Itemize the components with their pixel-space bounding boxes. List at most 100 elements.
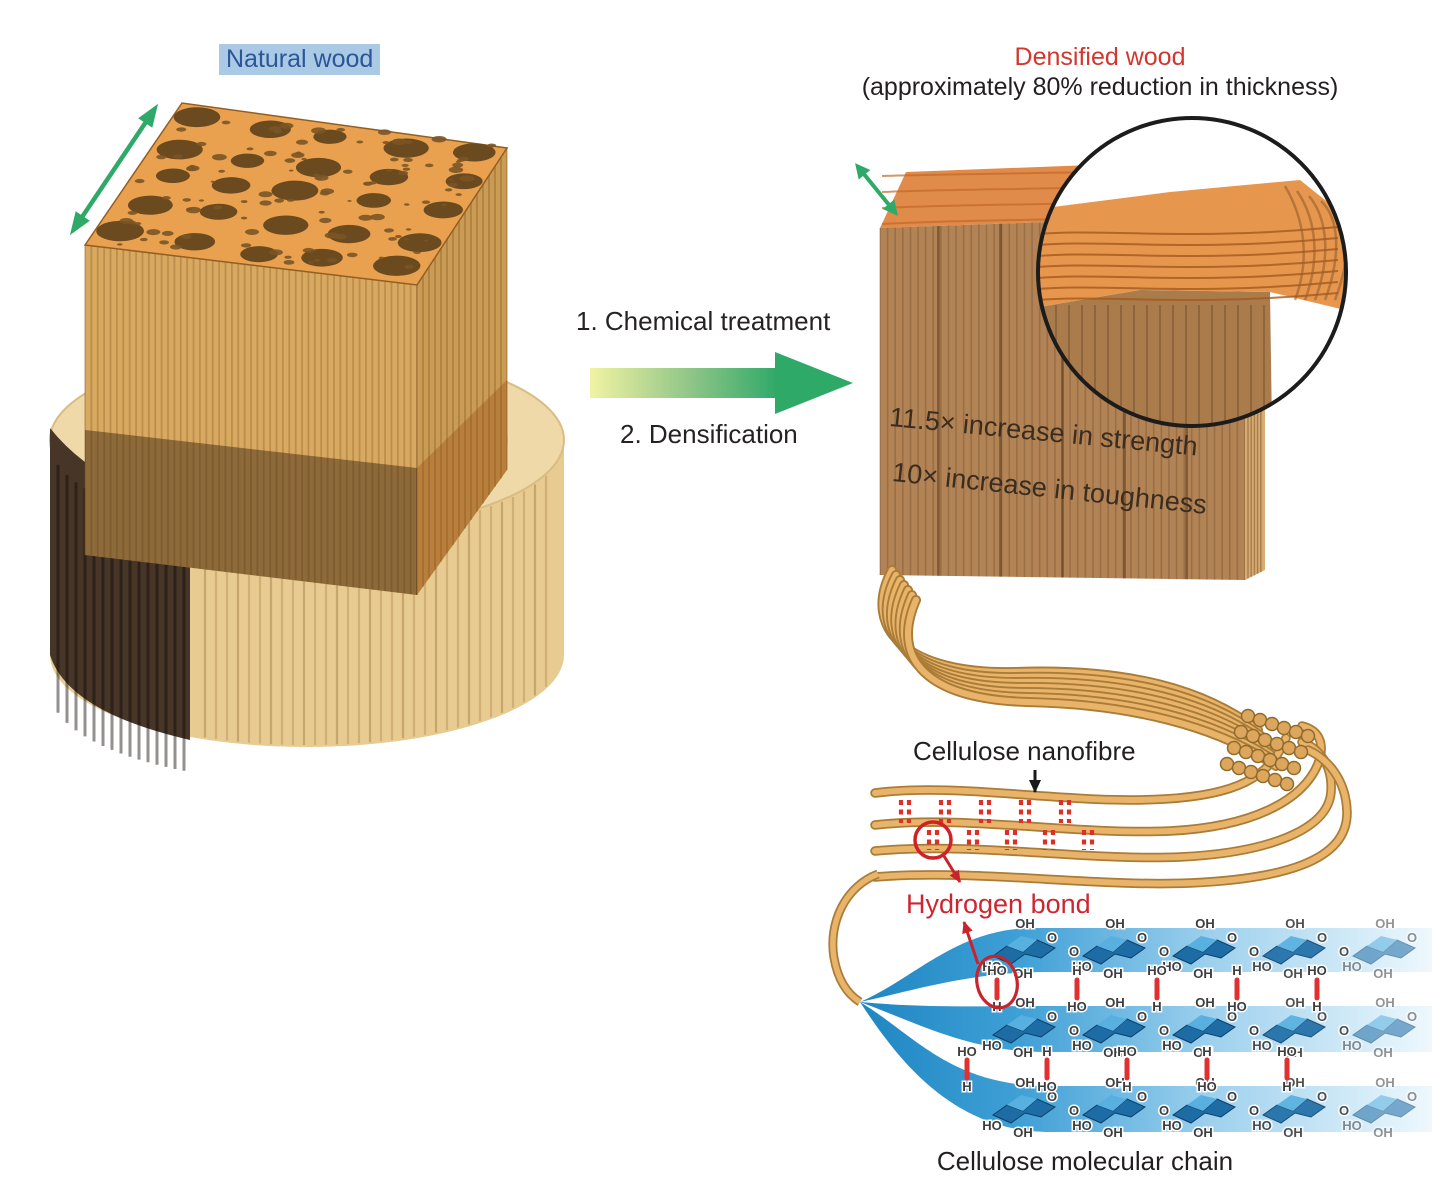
process-arrow-icon [590, 352, 853, 414]
svg-text:H: H [1202, 1044, 1211, 1059]
overlap-shadow-right [417, 380, 507, 595]
cellulose-nanofibre-label: Cellulose nanofibre [913, 736, 1136, 766]
svg-text:OH: OH [1193, 1125, 1213, 1140]
svg-text:O: O [1137, 930, 1147, 945]
svg-text:HO: HO [1307, 963, 1327, 978]
svg-text:OH: OH [1015, 995, 1035, 1010]
svg-text:OH: OH [1195, 1075, 1215, 1090]
svg-text:O: O [1407, 930, 1417, 945]
fibre-cut-ends [1219, 708, 1316, 792]
svg-text:O: O [1047, 930, 1057, 945]
svg-text:HO: HO [1197, 1079, 1217, 1094]
svg-text:OH: OH [1285, 995, 1305, 1010]
hydrogen-bond-label: Hydrogen bond [906, 889, 1091, 919]
svg-text:HO: HO [1067, 999, 1087, 1014]
svg-text:OH: OH [1103, 1125, 1123, 1140]
svg-text:OH: OH [1375, 995, 1395, 1010]
svg-text:HO: HO [1072, 959, 1092, 974]
svg-text:H: H [1072, 963, 1081, 978]
hydrogen-bond-dots [898, 800, 1095, 850]
svg-text:HO: HO [1252, 1118, 1272, 1133]
svg-text:O: O [1227, 1089, 1237, 1104]
svg-text:OH: OH [1103, 1045, 1123, 1060]
svg-text:HO: HO [1227, 999, 1247, 1014]
magnifier-circle-icon [1036, 116, 1348, 428]
svg-text:OH: OH [1015, 916, 1035, 931]
svg-text:HO: HO [1342, 959, 1362, 974]
hydrogen-bond-ellipse-icon [975, 954, 1019, 1010]
svg-text:O: O [1249, 1023, 1259, 1038]
svg-text:HO: HO [1342, 1038, 1362, 1053]
svg-text:OH: OH [1015, 1075, 1035, 1090]
svg-text:OH: OH [1373, 1045, 1393, 1060]
fibre-curl [828, 869, 880, 1006]
svg-text:O: O [1249, 944, 1259, 959]
svg-text:HO: HO [1117, 1044, 1137, 1059]
svg-text:OH: OH [1105, 1075, 1125, 1090]
svg-text:OH: OH [1105, 916, 1125, 931]
densified-wood-subtitle: (approximately 80% reduction in thicknes… [861, 73, 1339, 101]
svg-text:OH: OH [1373, 966, 1393, 981]
svg-text:O: O [1317, 1009, 1327, 1024]
svg-text:OH: OH [1373, 1125, 1393, 1140]
fibre-bundle-illustration [870, 565, 1352, 889]
svg-text:OH: OH [1375, 916, 1395, 931]
svg-text:O: O [1227, 1009, 1237, 1024]
overlap-shadow-left [85, 430, 417, 595]
svg-text:O: O [1317, 1089, 1327, 1104]
wood-pores [96, 107, 497, 276]
svg-text:HO: HO [1252, 1038, 1272, 1053]
svg-text:HO: HO [982, 959, 1002, 974]
svg-text:HO: HO [1037, 1079, 1057, 1094]
svg-text:H: H [1122, 1079, 1131, 1094]
svg-text:O: O [1407, 1089, 1417, 1104]
hbond-arrow-bottom-icon [962, 921, 980, 965]
svg-text:HO: HO [1072, 1118, 1092, 1133]
svg-text:O: O [1137, 1089, 1147, 1104]
svg-text:O: O [1227, 930, 1237, 945]
svg-text:O: O [1339, 944, 1349, 959]
svg-text:OH: OH [1375, 1075, 1395, 1090]
svg-text:O: O [1047, 1009, 1057, 1024]
svg-text:OH: OH [1195, 916, 1215, 931]
svg-text:H: H [1152, 999, 1161, 1014]
svg-text:O: O [1159, 1023, 1169, 1038]
densified-wood-title: Densified wood [1014, 43, 1186, 71]
svg-text:HO: HO [1162, 1118, 1182, 1133]
svg-text:H: H [1232, 963, 1241, 978]
svg-text:OH: OH [1283, 1125, 1303, 1140]
molecular-chain-label: Cellulose molecular chain [936, 1146, 1234, 1176]
compression-arrow-icon [855, 163, 898, 216]
svg-text:O: O [1069, 1023, 1079, 1038]
svg-text:O: O [1407, 1009, 1417, 1024]
hbond-arrow-top-icon [942, 855, 962, 883]
svg-text:O: O [1047, 1089, 1057, 1104]
svg-text:O: O [1159, 1103, 1169, 1118]
svg-text:O: O [1249, 1103, 1259, 1118]
fibre-bundle [877, 565, 1281, 771]
svg-text:OH: OH [1103, 966, 1123, 981]
process-step-2: 2. Densification [620, 419, 798, 449]
svg-text:OH: OH [1283, 966, 1303, 981]
svg-text:H: H [1312, 999, 1321, 1014]
process-step-1: 1. Chemical treatment [576, 306, 831, 336]
svg-text:OH: OH [1193, 966, 1213, 981]
hydrogen-bond-circle-icon [913, 820, 953, 860]
front-left-grain [84, 245, 418, 595]
svg-text:O: O [1069, 944, 1079, 959]
svg-text:HO: HO [1147, 963, 1167, 978]
svg-text:OH: OH [1285, 916, 1305, 931]
svg-text:H: H [1042, 1044, 1051, 1059]
svg-text:HO: HO [982, 1038, 1002, 1053]
svg-text:HO: HO [1162, 1038, 1182, 1053]
inset-top-grain [1038, 226, 1339, 302]
svg-text:OH: OH [1105, 995, 1125, 1010]
grain-direction-arrow-icon [69, 103, 159, 236]
svg-text:HO: HO [1162, 959, 1182, 974]
svg-text:O: O [1339, 1103, 1349, 1118]
svg-text:O: O [1069, 1103, 1079, 1118]
svg-text:OH: OH [1195, 995, 1215, 1010]
